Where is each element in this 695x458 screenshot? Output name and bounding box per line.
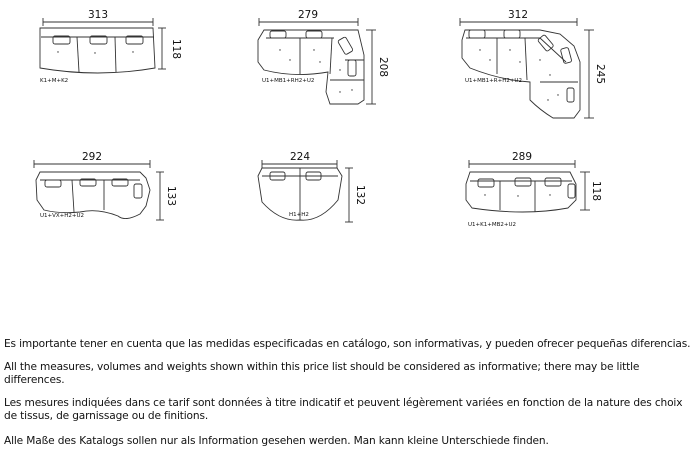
disclaimer-notes: Es importante tener en cuenta que las me…: [4, 338, 694, 458]
configuration-code: K1+M+K2: [40, 78, 68, 84]
cushion: [111, 178, 129, 187]
cushion: [567, 183, 576, 199]
cushion: [477, 178, 495, 188]
width-label: 224: [290, 151, 310, 163]
configuration-code: H1+H2: [289, 212, 309, 218]
sofa-outline: [39, 27, 156, 74]
cushion: [305, 171, 322, 181]
cushion: [269, 30, 287, 39]
sofa-outline: [461, 29, 581, 119]
disclaimer-german: Alle Maße des Katalogs sollen nur als In…: [4, 435, 549, 447]
width-label: 292: [82, 151, 102, 163]
cushion: [52, 35, 71, 45]
width-label: 289: [512, 151, 532, 163]
configuration-code: U1+VX+H2+U2: [40, 213, 84, 219]
cushion: [468, 29, 486, 39]
configuration-code: U1+MB1+R+H2+U2: [465, 78, 522, 84]
cushion: [44, 179, 62, 188]
depth-label: 132: [354, 185, 366, 205]
depth-label: 118: [170, 39, 182, 59]
seat-dots: [484, 194, 551, 197]
cushion: [537, 34, 554, 52]
cushion: [337, 36, 354, 55]
cushion: [560, 47, 572, 64]
cushion: [125, 35, 144, 45]
cushion: [79, 178, 97, 187]
diagram-k1-m-k2: [39, 18, 166, 74]
cushion: [503, 29, 521, 39]
disclaimer-french: Les mesures indiquées dans ce tarif sont…: [4, 397, 683, 422]
cushion: [514, 177, 532, 187]
seat-dots: [57, 51, 134, 54]
sofa-outline: [257, 167, 343, 221]
depth-label: 118: [590, 181, 602, 201]
depth-label: 245: [594, 64, 606, 84]
seat-dots: [279, 49, 353, 93]
disclaimer-english: All the measures, volumes and weights sh…: [4, 361, 640, 386]
cushion: [133, 183, 143, 199]
depth-label: 133: [165, 186, 177, 206]
diagram-u1-k1-mb2-u2: [465, 160, 590, 213]
sofa-outline: [465, 171, 577, 213]
cushion: [269, 171, 286, 181]
width-label: 313: [88, 9, 108, 21]
depth-label: 208: [377, 57, 389, 77]
sofa-outline: [35, 171, 151, 219]
sofa-configurations-sheet: 313 118 K1+M+K2 279 208 U1+MB1+RH2+U2 31…: [4, 9, 691, 447]
width-label: 279: [298, 9, 318, 21]
cushion: [89, 35, 108, 45]
width-label: 312: [508, 9, 528, 21]
diagram-u1-mb1-r-h2-u2: [459, 18, 594, 119]
disclaimer-spanish: Es importante tener en cuenta que las me…: [4, 338, 691, 350]
cushion: [347, 59, 357, 77]
diagram-u1-mb1-rh2-u2: [257, 18, 376, 105]
sofa-outline: [257, 29, 365, 105]
cushion: [566, 87, 575, 103]
diagram-u1-vx-h2-u2: [33, 160, 164, 221]
configuration-code: U1+K1+MB2+U2: [468, 222, 516, 228]
cushion: [305, 30, 323, 39]
diagram-h1-h2: [257, 160, 353, 223]
configuration-code: U1+MB1+RH2+U2: [262, 78, 314, 84]
sofa-diagrams: 313 118 K1+M+K2 279 208 U1+MB1+RH2+U2 31…: [33, 9, 606, 228]
cushion: [544, 177, 562, 187]
seat-dots: [479, 49, 559, 101]
